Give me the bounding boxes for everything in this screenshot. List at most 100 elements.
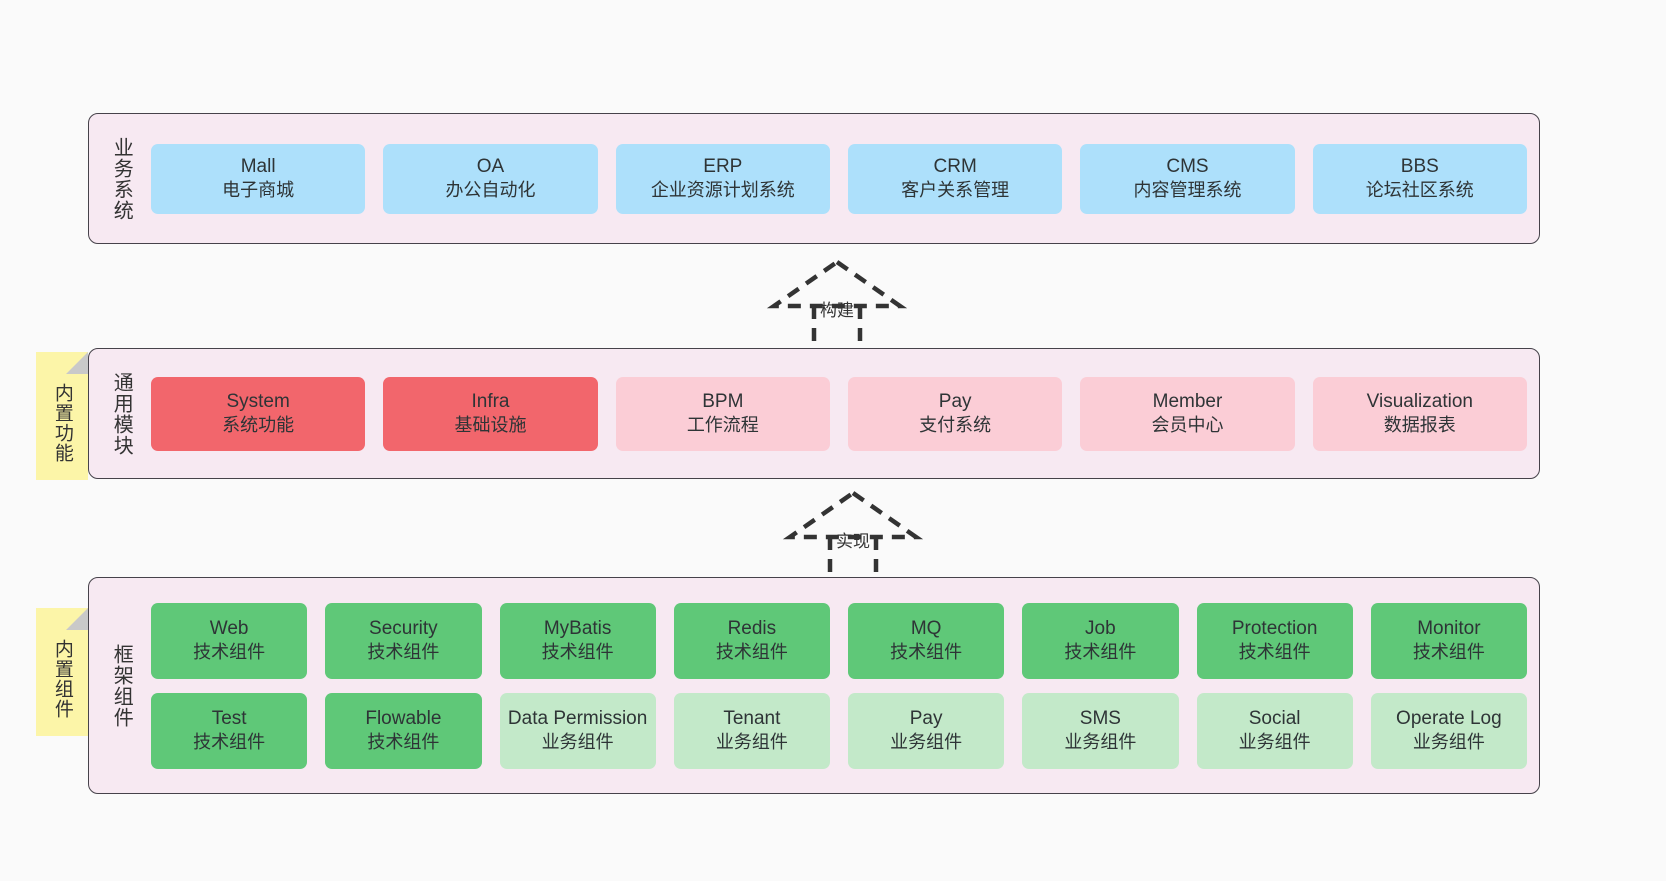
card-pay[interactable]: Pay 支付系统 [847, 376, 1063, 451]
card-member[interactable]: Member 会员中心 [1080, 376, 1295, 451]
card-title: Operate Log [1396, 707, 1502, 729]
card-subtitle: 业务组件 [1064, 732, 1137, 753]
card-subtitle: 会员中心 [1151, 415, 1224, 436]
card-protection[interactable]: Protection 技术组件 [1196, 602, 1353, 679]
card-title: MQ [910, 617, 942, 639]
card-test[interactable]: Test 技术组件 [151, 692, 308, 769]
card-visualization[interactable]: Visualization 数据报表 [1312, 376, 1527, 451]
card-title: Social [1248, 707, 1301, 729]
card-title: System [226, 390, 290, 412]
layer-title-business: 业务系统 [110, 136, 133, 221]
card-title: Test [211, 707, 247, 729]
layer-body-business: Mall 电子商城 OA 办公自动化 ERP 企业资源计划系统 CRM 客户关系… [141, 124, 1527, 233]
card-subtitle: 基础设施 [454, 415, 527, 436]
card-title: Pay [909, 707, 943, 729]
card-subtitle: 数据报表 [1383, 415, 1456, 436]
card-title: Data Permission [507, 707, 648, 729]
card-subtitle: 技术组件 [890, 642, 963, 663]
card-subtitle: 技术组件 [367, 642, 440, 663]
card-title: Protection [1231, 617, 1318, 639]
card-job[interactable]: Job 技术组件 [1022, 602, 1179, 679]
layer-framework-components: 框架组件 Web 技术组件 Security 技术组件 MyBatis 技术组件… [88, 577, 1540, 794]
card-title: OA [476, 155, 505, 177]
card-subtitle: 支付系统 [919, 415, 992, 436]
connector-shaft [811, 306, 863, 350]
connector-realize: 实现 [768, 489, 938, 581]
layer-common-modules: 通用模块 System 系统功能 Infra 基础设施 BPM 工作流程 Pay… [88, 348, 1540, 479]
card-title: SMS [1079, 707, 1121, 729]
card-subtitle: 技术组件 [193, 642, 266, 663]
card-subtitle: 电子商城 [222, 180, 295, 201]
card-subtitle: 技术组件 [1412, 642, 1485, 663]
connector-shaft [827, 537, 879, 581]
framework-tech-row: Web 技术组件 Security 技术组件 MyBatis 技术组件 Redi… [151, 602, 1527, 679]
card-title: MyBatis [543, 617, 612, 639]
business-card-row: Mall 电子商城 OA 办公自动化 ERP 企业资源计划系统 CRM 客户关系… [151, 143, 1527, 214]
framework-business-row: Test 技术组件 Flowable 技术组件 Data Permission … [151, 692, 1527, 769]
card-title: Security [369, 617, 438, 639]
card-title: CMS [1166, 155, 1209, 177]
card-title: Mall [240, 155, 276, 177]
connector-label-realize: 实现 [836, 532, 870, 551]
layer-body-common: System 系统功能 Infra 基础设施 BPM 工作流程 Pay 支付系统… [141, 359, 1527, 468]
card-pay-business[interactable]: Pay 业务组件 [848, 692, 1005, 769]
card-subtitle: 业务组件 [890, 732, 963, 753]
note-builtin-components: 内置组件 [36, 608, 88, 736]
card-subtitle: 系统功能 [222, 415, 295, 436]
card-web[interactable]: Web 技术组件 [151, 602, 308, 679]
card-system[interactable]: System 系统功能 [151, 376, 366, 451]
card-title: ERP [703, 155, 743, 177]
card-redis[interactable]: Redis 技术组件 [673, 602, 830, 679]
card-flowable[interactable]: Flowable 技术组件 [325, 692, 482, 769]
card-erp[interactable]: ERP 企业资源计划系统 [615, 143, 830, 214]
card-title: Job [1085, 617, 1116, 639]
card-title: BBS [1400, 155, 1439, 177]
card-title: BPM [702, 390, 744, 412]
card-title: Monitor [1417, 617, 1481, 639]
card-subtitle: 办公自动化 [445, 180, 536, 201]
generalization-triangle [766, 259, 908, 309]
card-mall[interactable]: Mall 电子商城 [151, 143, 366, 214]
common-card-row: System 系统功能 Infra 基础设施 BPM 工作流程 Pay 支付系统… [151, 376, 1527, 451]
card-title: Flowable [365, 707, 442, 729]
card-monitor[interactable]: Monitor 技术组件 [1370, 602, 1527, 679]
card-social[interactable]: Social 业务组件 [1196, 692, 1353, 769]
card-subtitle: 工作流程 [686, 415, 759, 436]
card-bpm[interactable]: BPM 工作流程 [615, 376, 830, 451]
card-subtitle: 技术组件 [541, 642, 614, 663]
card-subtitle: 技术组件 [1064, 642, 1137, 663]
card-cms[interactable]: CMS 内容管理系统 [1080, 143, 1295, 214]
connector-label-build: 构建 [820, 301, 854, 320]
card-mq[interactable]: MQ 技术组件 [848, 602, 1005, 679]
card-mybatis[interactable]: MyBatis 技术组件 [499, 602, 656, 679]
card-title: Infra [471, 390, 510, 412]
card-subtitle: 内容管理系统 [1133, 180, 1242, 201]
card-title: Member [1152, 390, 1223, 412]
card-subtitle: 业务组件 [541, 732, 614, 753]
card-security[interactable]: Security 技术组件 [325, 602, 482, 679]
card-sms[interactable]: SMS 业务组件 [1022, 692, 1179, 769]
card-data-permission[interactable]: Data Permission 业务组件 [499, 692, 656, 769]
layer-business-systems: 业务系统 Mall 电子商城 OA 办公自动化 ERP 企业资源计划系统 CRM… [88, 113, 1540, 244]
card-subtitle: 业务组件 [715, 732, 788, 753]
card-subtitle: 论坛社区系统 [1365, 180, 1474, 201]
card-title: Web [209, 617, 249, 639]
card-crm[interactable]: CRM 客户关系管理 [847, 143, 1063, 214]
card-subtitle: 技术组件 [715, 642, 788, 663]
card-title: CRM [933, 155, 977, 177]
card-bbs[interactable]: BBS 论坛社区系统 [1312, 143, 1527, 214]
card-operate-log[interactable]: Operate Log 业务组件 [1370, 692, 1527, 769]
card-subtitle: 技术组件 [193, 732, 266, 753]
card-oa[interactable]: OA 办公自动化 [383, 143, 598, 214]
generalization-triangle [782, 490, 924, 540]
card-infra[interactable]: Infra 基础设施 [383, 376, 598, 451]
card-tenant[interactable]: Tenant 业务组件 [673, 692, 830, 769]
note-builtin-functions: 内置功能 [36, 352, 88, 480]
card-subtitle: 业务组件 [1238, 732, 1311, 753]
layer-title-framework: 框架组件 [110, 643, 133, 728]
card-subtitle: 技术组件 [367, 732, 440, 753]
card-title: Redis [727, 617, 777, 639]
card-subtitle: 客户关系管理 [901, 180, 1010, 201]
card-title: Pay [938, 390, 972, 412]
